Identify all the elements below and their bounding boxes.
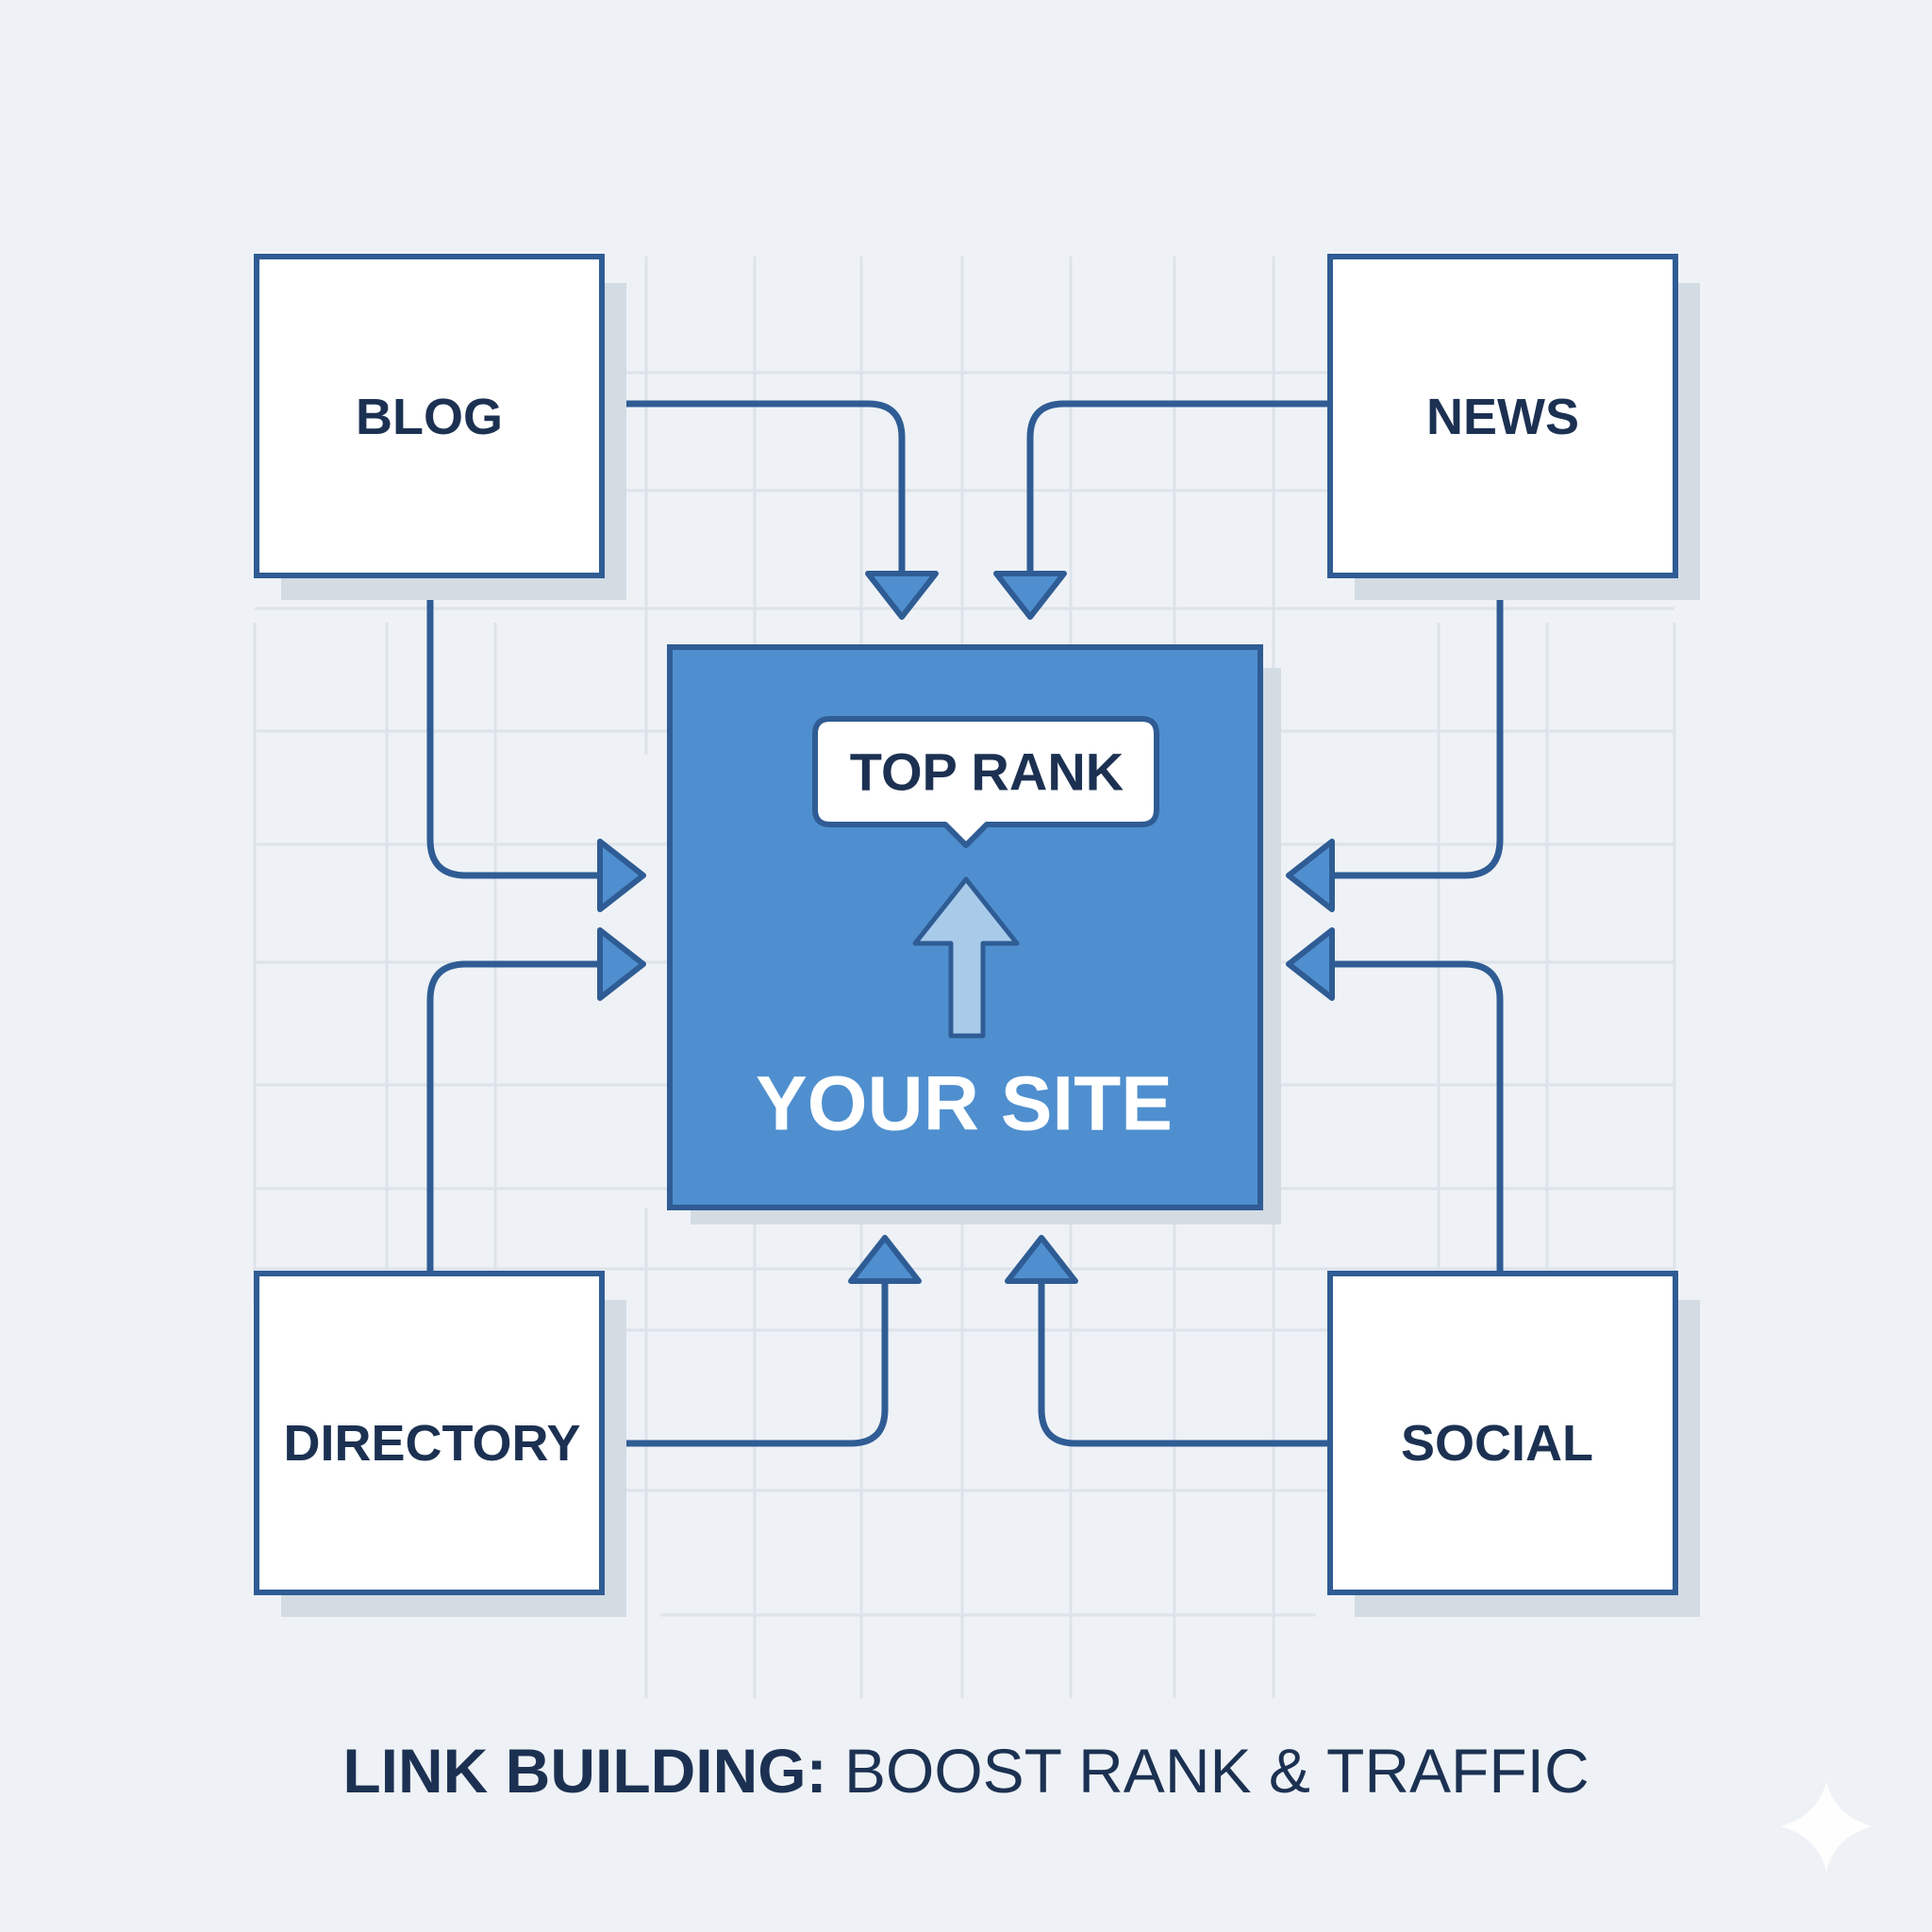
arrowhead-blog-left: [597, 839, 646, 912]
arrowhead-news-right: [1286, 839, 1335, 912]
diagram-title: LINK BUILDING: BOOST RANK & TRAFFIC: [342, 1736, 1589, 1806]
title-bold-part: LINK BUILDING:: [342, 1736, 826, 1806]
edge-news-right: [1330, 577, 1504, 879]
up-arrow-icon: [912, 876, 1020, 1039]
node-blog-label: BLOG: [356, 389, 503, 445]
edge-social-right: [1330, 960, 1504, 1272]
node-social-label: SOCIAL: [1401, 1415, 1593, 1472]
node-your-site[interactable]: TOP RANK YOUR SITE: [667, 644, 1281, 1224]
node-directory[interactable]: DIRECTORY: [254, 1271, 626, 1617]
arrowhead-social-right: [1286, 927, 1335, 1001]
your-site-label: YOUR SITE: [756, 1061, 1173, 1147]
connectors: [426, 400, 1504, 1447]
sparkle-icon: [1781, 1781, 1872, 1872]
arrowhead-directory-left: [597, 927, 646, 1001]
top-rank-badge: TOP RANK: [812, 716, 1159, 848]
arrowhead-blog-top: [865, 571, 939, 620]
edge-news-top: [1026, 400, 1330, 575]
edge-directory-bottom: [602, 1275, 889, 1447]
arrowhead-news-top: [993, 571, 1067, 620]
node-social[interactable]: SOCIAL: [1327, 1271, 1700, 1617]
edge-blog-top: [602, 400, 906, 575]
arrowhead-directory-bottom: [848, 1235, 922, 1284]
top-rank-badge-label: TOP RANK: [850, 742, 1124, 802]
title-regular-part: BOOST RANK & TRAFFIC: [827, 1736, 1590, 1806]
node-news-label: NEWS: [1426, 389, 1579, 445]
edge-blog-left: [426, 577, 604, 879]
node-directory-label: DIRECTORY: [283, 1415, 580, 1472]
node-blog[interactable]: BLOG: [254, 254, 626, 600]
node-news[interactable]: NEWS: [1327, 254, 1700, 600]
edge-directory-left: [426, 960, 604, 1272]
edge-social-bottom: [1038, 1275, 1330, 1447]
arrowhead-social-bottom: [1005, 1235, 1078, 1284]
